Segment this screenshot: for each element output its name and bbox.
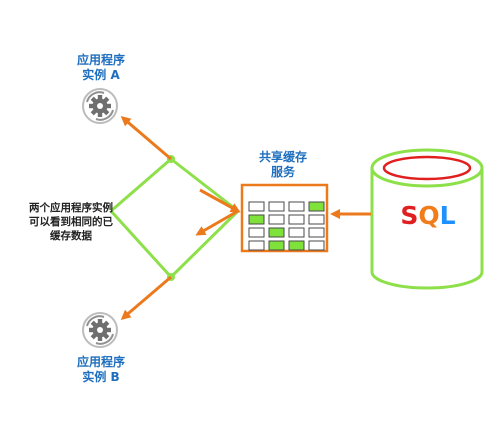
- shared-data-note-line3: 缓存数据: [50, 230, 92, 242]
- instance-a-label: 应用程序 实例 A: [70, 53, 132, 83]
- cache-cell-empty: [308, 240, 325, 251]
- sql-letter-q: Q: [418, 201, 440, 230]
- cache-cell-filled: [248, 214, 265, 225]
- cache-cell-empty: [248, 240, 265, 251]
- cache-cell-filled: [308, 201, 325, 212]
- instance-b-label-line2: 实例 B: [82, 370, 120, 384]
- cache-cell-empty: [248, 227, 265, 238]
- cache-cell-filled: [288, 240, 305, 251]
- connection-diamond: [109, 155, 240, 281]
- cache-cell-empty: [288, 214, 305, 225]
- arrow-diamond-to-cache: [199, 188, 241, 213]
- cache-box: [240, 183, 329, 253]
- cache-cell-empty: [288, 227, 305, 238]
- cache-cell-empty: [308, 214, 325, 225]
- instance-b-label: 应用程序 实例 B: [70, 355, 132, 385]
- cache-cell-empty: [288, 201, 305, 212]
- cache-grid: [248, 201, 325, 251]
- sql-letter-l: L: [439, 201, 456, 230]
- sql-letter-s: S: [400, 201, 419, 230]
- cache-cell-empty: [268, 214, 285, 225]
- cache-cell-filled: [268, 240, 285, 251]
- cache-cell-filled: [268, 227, 285, 238]
- instance-a-label-line1: 应用程序: [76, 53, 125, 67]
- arrow-cache-to-diamond: [195, 209, 239, 236]
- cache-service-label: 共享缓存 服务: [252, 150, 314, 180]
- cache-service-label-line2: 服务: [270, 165, 295, 179]
- instance-a-label-line2: 实例 A: [82, 68, 120, 82]
- database-cylinder: [370, 148, 484, 290]
- sql-logo: SQL: [398, 202, 458, 230]
- shared-data-note: 两个应用程序实例 可以看到相同的已 缓存数据: [22, 201, 120, 243]
- gear-icon: [82, 88, 118, 124]
- arrow-to-instance-a: [120, 116, 172, 161]
- cache-cell-empty: [268, 201, 285, 212]
- arrow-to-instance-b: [120, 275, 172, 320]
- shared-data-note-line2: 可以看到相同的已: [29, 216, 113, 228]
- cache-service-label-line1: 共享缓存: [258, 150, 307, 164]
- shared-data-note-line1: 两个应用程序实例: [29, 202, 113, 214]
- cache-cell-empty: [248, 201, 265, 212]
- cache-cell-empty: [308, 227, 325, 238]
- instance-b-label-line1: 应用程序: [76, 355, 125, 369]
- gear-icon: [82, 312, 118, 348]
